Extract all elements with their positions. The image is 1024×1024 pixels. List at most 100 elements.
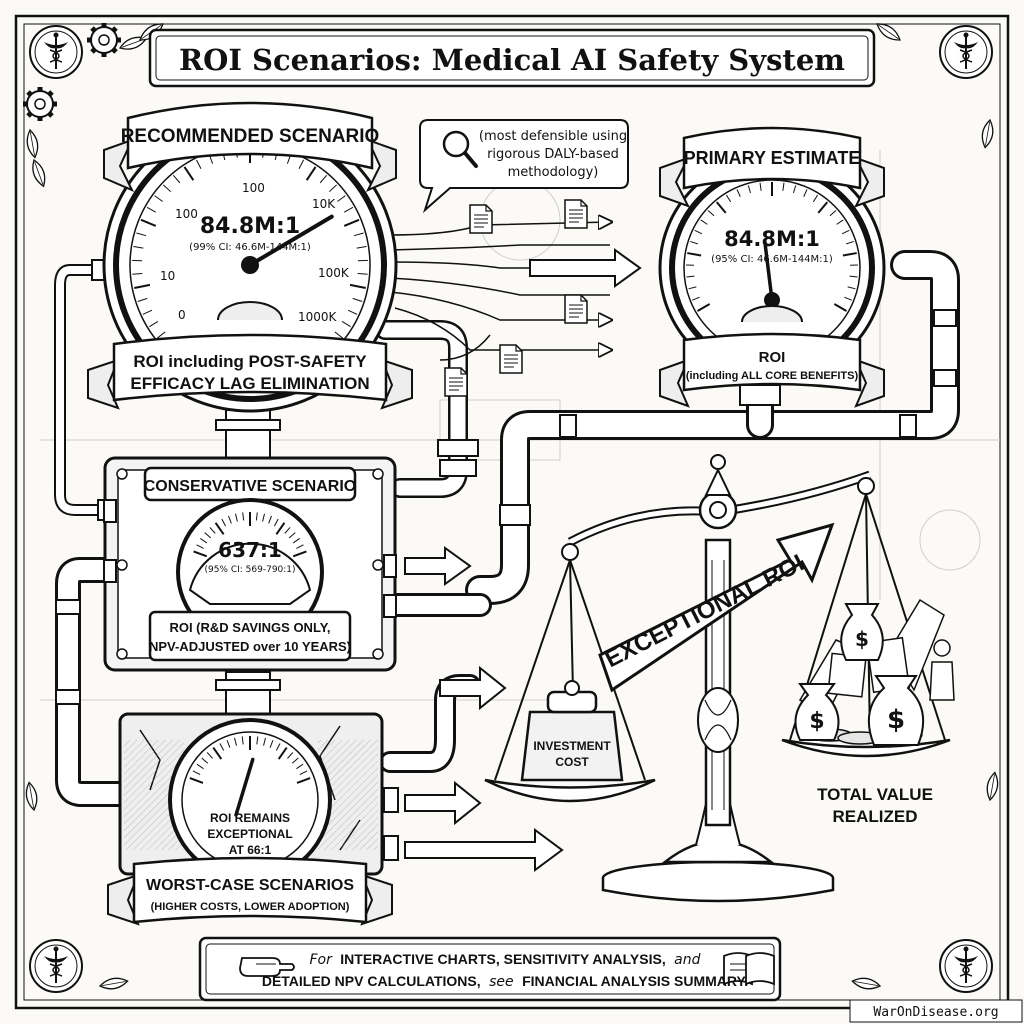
book-icon xyxy=(723,952,775,986)
gauge-tick xyxy=(195,159,202,169)
gauge-tick xyxy=(189,777,204,784)
gauge-tick xyxy=(255,512,258,521)
footer-line2: DETAILED NPV CALCULATIONS, see FINANCIAL… xyxy=(262,973,748,990)
gauge-tick xyxy=(193,550,208,558)
worst-text-line1: ROI REMAINS xyxy=(210,811,290,825)
gauge-needle xyxy=(248,214,334,267)
primary-ci: (95% CI: 46.6M-144M:1) xyxy=(711,254,833,265)
primary-ribbon: ROI (including ALL CORE BENEFITS) xyxy=(659,332,885,408)
gauge-tick xyxy=(296,777,311,784)
exceptional-roi-label: EXCEPTIONAL ROI xyxy=(601,549,809,673)
balance-scale: INVESTMENT COST $ $ xyxy=(484,454,955,903)
gauge-tick xyxy=(275,743,281,751)
gauge-tick xyxy=(846,240,854,245)
gauge-tick xyxy=(199,538,208,544)
gauge-tick xyxy=(694,229,703,235)
gauge-tick xyxy=(707,210,715,217)
recommended-ribbon-line2: EFFICACY LAG ELIMINATION xyxy=(130,374,369,393)
gauge-tick xyxy=(234,737,237,746)
footer-line1-a: For xyxy=(309,952,333,968)
arrow-right-icon xyxy=(529,248,642,288)
gauge-tick xyxy=(196,544,204,549)
conservative-roi-value: 637:1 xyxy=(218,538,282,562)
money-bag-icon: $ xyxy=(840,603,884,661)
conservative-line1: ROI (R&D SAVINGS ONLY, xyxy=(169,620,330,635)
worst-banner-text: WORST-CASE SCENARIOS xyxy=(146,877,354,894)
gauge-tick xyxy=(149,321,159,328)
arrow-right-icon xyxy=(404,828,564,872)
gauge-tick xyxy=(136,232,147,237)
gauge-tick xyxy=(328,184,337,193)
caduceus-icon xyxy=(939,939,993,993)
gauge-tick xyxy=(736,189,741,197)
dial-tick-label: 10 xyxy=(160,269,175,283)
gauge-tick xyxy=(334,331,343,339)
gauge-tick xyxy=(268,515,272,524)
footer-line1-b: INTERACTIVE CHARTS, SENSITIVITY ANALYSIS… xyxy=(340,951,665,967)
gauge-tick xyxy=(299,770,308,776)
gauge-tick xyxy=(844,296,852,301)
dial-tick-label: 100 xyxy=(242,181,265,195)
recommended-ribbon: ROI including POST-SAFETY EFFICACY LAG E… xyxy=(87,333,413,410)
gauge-tick xyxy=(849,275,858,278)
gauge-tick xyxy=(140,218,157,227)
money-pile: $ $ $ xyxy=(794,598,955,746)
svg-text:$: $ xyxy=(809,709,824,734)
gauge-tick xyxy=(793,185,797,194)
gauge-tick xyxy=(288,532,296,539)
gauge-tick xyxy=(347,309,358,315)
gauge-tick xyxy=(343,206,354,213)
gauge-tick xyxy=(697,303,711,312)
gauge-needle xyxy=(234,757,255,817)
person-icon xyxy=(929,639,955,701)
gauge-tick xyxy=(201,757,209,764)
gauge-tick xyxy=(228,515,232,524)
gauge-tick xyxy=(833,303,847,312)
footer-line2-b: see xyxy=(489,974,514,990)
gauge-tick xyxy=(842,252,857,257)
gauge-tick xyxy=(269,740,274,748)
dial-tick-label: 100 xyxy=(175,207,198,221)
gauge-tick xyxy=(142,309,153,315)
weight-line1: INVESTMENT xyxy=(533,739,611,753)
worst-text-line3: AT 66:1 xyxy=(229,843,272,857)
gauge-ticks xyxy=(189,736,311,784)
weight-line2: COST xyxy=(555,755,589,769)
recommended-banner-text: RECOMMENDED SCENARIO xyxy=(121,126,380,147)
gauge-tick xyxy=(715,201,727,214)
worst-case-panel: ROI REMAINS EXCEPTIONAL AT 66:1 xyxy=(118,712,399,882)
gauge-tick xyxy=(692,296,700,301)
dial-tick-label: 100K xyxy=(318,266,350,280)
primary-label: ROI xyxy=(759,349,786,366)
conservative-panel: CONSERVATIVE SCENARIO 637:1 (95% CI: 569… xyxy=(103,456,397,672)
gauge-tick xyxy=(157,331,166,339)
gauge-tick xyxy=(352,297,363,302)
callout-line2: rigorous DALY-based xyxy=(487,147,619,162)
arrow-right-icon xyxy=(404,546,472,586)
svg-text:$: $ xyxy=(887,705,905,735)
gauge-tick xyxy=(214,522,225,535)
watermark-text: WarOnDisease.org xyxy=(873,1005,998,1020)
gauge-tick xyxy=(192,770,201,776)
outer-frame xyxy=(14,14,1010,1010)
gauge-tick xyxy=(782,182,785,191)
recommended-ribbon-line1: ROI including POST-SAFETY xyxy=(133,352,367,371)
gauge-tick xyxy=(133,246,144,249)
primary-banner: PRIMARY ESTIMATE xyxy=(659,126,885,208)
gauge-tick xyxy=(700,219,708,225)
gauge-tick xyxy=(836,219,844,225)
dial-tick-label: 10K xyxy=(312,197,336,211)
gauge-tick xyxy=(204,532,212,539)
gauge-tick xyxy=(241,736,244,745)
footer-note: For INTERACTIVE CHARTS, SENSITIVITY ANAL… xyxy=(198,936,782,1002)
money-bag-icon: $ xyxy=(867,675,925,746)
gauge-tick xyxy=(726,194,732,203)
gauge-tick xyxy=(262,513,266,522)
svg-text:$: $ xyxy=(855,627,869,651)
gauge-tick xyxy=(277,747,288,760)
primary-gauge: 84.8M:1 (95% CI: 46.6M-144M:1) xyxy=(658,154,886,406)
gauge-tick xyxy=(319,174,328,184)
worst-case-banner: WORST-CASE SCENARIOS (HIGHER COSTS, LOWE… xyxy=(107,856,393,926)
gauge-tick xyxy=(847,286,856,290)
methodology-callout: (most defensible using rigorous DALY-bas… xyxy=(419,119,629,214)
